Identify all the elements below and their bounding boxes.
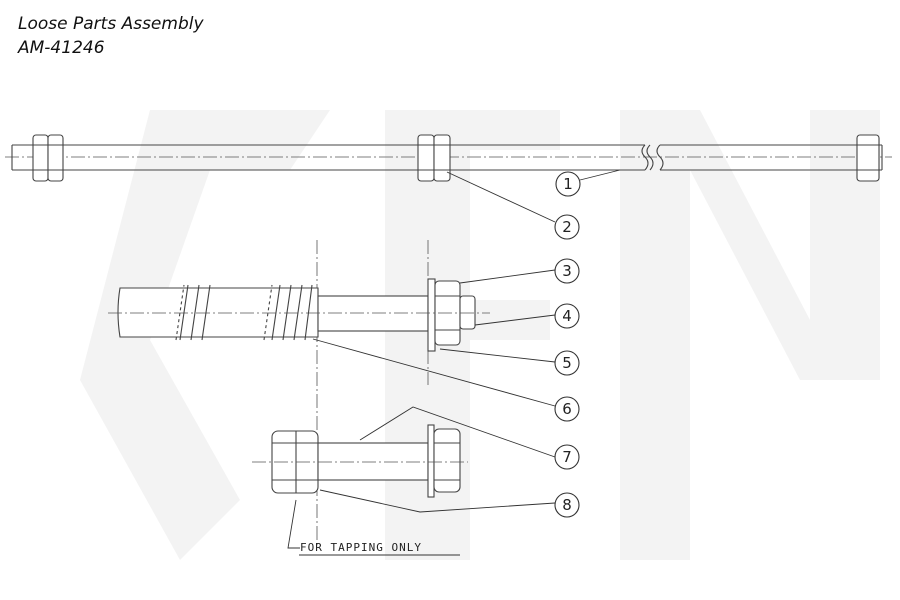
callout-3: 3 [554, 258, 580, 284]
part-number: AM-41246 [18, 38, 105, 58]
callout-4: 4 [554, 303, 580, 329]
svg-text:1: 1 [563, 175, 573, 193]
leader-lines [287, 169, 621, 549]
svg-text:5: 5 [562, 354, 572, 372]
tapping-note: FOR TAPPING ONLY [300, 541, 422, 554]
svg-text:8: 8 [562, 496, 572, 514]
callout-8: 8 [554, 492, 580, 518]
callout-7: 7 [554, 444, 580, 470]
svg-text:7: 7 [562, 448, 572, 466]
callout-2: 2 [554, 214, 580, 240]
callouts: 1 2 3 4 5 6 7 8 [554, 171, 581, 518]
pin-assembly [108, 278, 490, 352]
svg-text:4: 4 [562, 307, 572, 325]
callout-5: 5 [554, 350, 580, 376]
spring-part-6 [175, 284, 313, 341]
drawing-title: Loose Parts Assembly [18, 14, 204, 34]
callout-6: 6 [554, 396, 580, 422]
svg-text:2: 2 [562, 218, 572, 236]
svg-text:6: 6 [562, 400, 572, 418]
callout-1: 1 [555, 171, 581, 197]
svg-text:3: 3 [562, 262, 572, 280]
hex-nuts-part-2 [32, 134, 880, 182]
bolt-assembly [252, 424, 468, 498]
